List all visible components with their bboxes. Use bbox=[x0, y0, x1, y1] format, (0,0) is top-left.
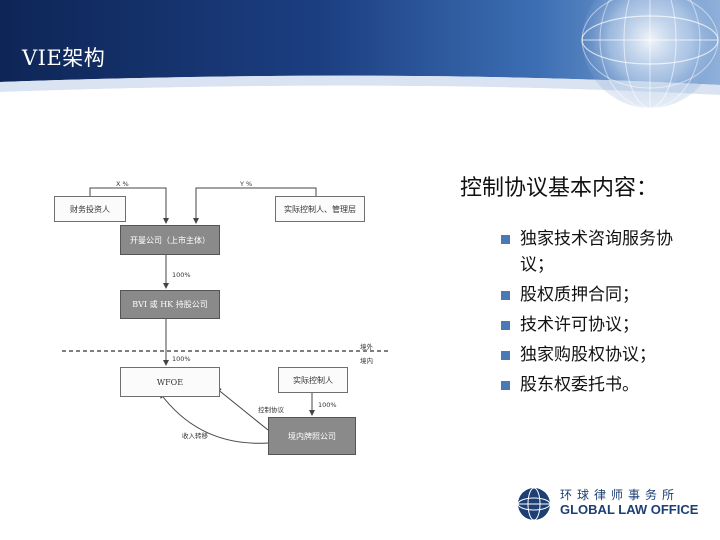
header-banner: VIE架构 bbox=[0, 0, 720, 112]
controller-opco-percent-label: 100% bbox=[318, 401, 337, 409]
square-bullet-icon bbox=[501, 291, 510, 300]
list-item: 独家技术咨询服务协议； bbox=[498, 226, 688, 278]
bvi-hk-holding-box: BVI 或 HK 持股公司 bbox=[120, 290, 220, 319]
globe-logo-icon bbox=[517, 487, 551, 521]
agreements-list: 独家技术咨询服务协议； 股权质押合同； 技术许可协议； 独家购股权协议； 股东权… bbox=[498, 226, 688, 402]
square-bullet-icon bbox=[501, 351, 510, 360]
square-bullet-icon bbox=[501, 321, 510, 330]
onshore-label: 境内 bbox=[360, 357, 373, 365]
agreements-heading: 控制协议基本内容： bbox=[460, 176, 659, 201]
y-percent-label: Y % bbox=[240, 180, 253, 188]
list-item: 独家购股权协议； bbox=[498, 342, 688, 368]
listco-bvi-percent-label: 100% bbox=[172, 271, 191, 279]
control-agreement-label: 控制协议 bbox=[258, 406, 284, 414]
x-percent-label: X % bbox=[116, 180, 129, 188]
square-bullet-icon bbox=[501, 235, 510, 244]
list-item: 股权质押合同； bbox=[498, 282, 688, 308]
wfoe-box: WFOE bbox=[120, 367, 220, 397]
vie-structure-diagram: 财务投资人 实际控制人、管理层 开曼公司（上市主体） BVI 或 HK 持股公司… bbox=[50, 175, 390, 465]
offshore-label: 境外 bbox=[360, 343, 373, 351]
controller-management-box: 实际控制人、管理层 bbox=[275, 196, 365, 222]
investor-box: 财务投资人 bbox=[54, 196, 126, 222]
diagram-connectors bbox=[62, 187, 388, 444]
domestic-opco-box: 境内牌照公司 bbox=[268, 417, 356, 455]
firm-logo: 环球律师事务所 GLOBAL LAW OFFICE bbox=[512, 484, 702, 524]
cayman-listco-box: 开曼公司（上市主体） bbox=[120, 225, 220, 255]
globe-graphic bbox=[581, 0, 719, 109]
header-background bbox=[0, 0, 720, 109]
bvi-wfoe-percent-label: 100% bbox=[172, 355, 191, 363]
actual-controller-box: 实际控制人 bbox=[278, 367, 348, 393]
square-bullet-icon bbox=[501, 381, 510, 390]
slide-title: VIE架构 bbox=[22, 46, 106, 70]
income-transfer-label: 收入转移 bbox=[182, 432, 208, 440]
logo-chinese-name: 环球律师事务所 bbox=[560, 488, 680, 502]
list-item: 技术许可协议； bbox=[498, 312, 688, 338]
logo-english-name: GLOBAL LAW OFFICE bbox=[560, 502, 699, 517]
list-item: 股东权委托书。 bbox=[498, 372, 688, 398]
